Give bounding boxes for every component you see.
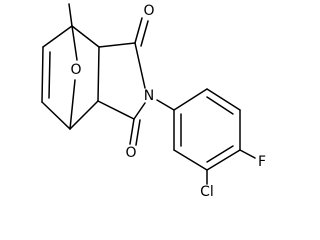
atom-label-nitrogen: N bbox=[144, 88, 154, 104]
atom-label-carbonyl-oxygen-bottom: O bbox=[125, 145, 136, 161]
bond-c6-c5 bbox=[41, 46, 44, 103]
atom-label-bridge-oxygen: O bbox=[70, 62, 81, 78]
structure-diagram: O N O O F Cl bbox=[41, 3, 266, 200]
atom-label-chlorine: Cl bbox=[200, 184, 214, 200]
bond-c5-c4 bbox=[41, 101, 71, 130]
bond-ctop-otop-double bbox=[140, 20, 149, 47]
bond-n-aryl bbox=[156, 99, 175, 111]
bond-ar1-ar2 bbox=[173, 88, 208, 111]
molecule-drawing: O N O O F Cl bbox=[41, 3, 266, 200]
bond-cbot-obot bbox=[129, 118, 135, 145]
bond-ar4-ar5-inner bbox=[206, 145, 234, 163]
bond-ar4-ar5 bbox=[206, 149, 241, 171]
bond-ctop-otop bbox=[134, 17, 143, 44]
bond-methyl bbox=[68, 3, 73, 27]
bond-c3-c4 bbox=[69, 100, 99, 130]
bond-c6-c5-double bbox=[48, 51, 51, 99]
bond-c2-ctop bbox=[98, 42, 136, 48]
atom-label-fluorine: F bbox=[258, 154, 266, 170]
bond-o7-c4 bbox=[69, 79, 76, 130]
bond-c1-c2 bbox=[71, 25, 100, 48]
bond-cbot-c3 bbox=[97, 100, 135, 120]
bond-cbot-obot-double bbox=[135, 119, 141, 146]
bond-c2-c3 bbox=[97, 46, 100, 102]
bond-n-cbot bbox=[133, 102, 146, 120]
bond-ar5-ar6 bbox=[173, 149, 208, 171]
bond-c1-o7 bbox=[71, 25, 78, 61]
bond-c1-c6 bbox=[42, 25, 73, 48]
bond-ctop-n bbox=[134, 42, 146, 89]
bond-ar2-ar3 bbox=[206, 88, 241, 111]
bond-ar2-ar3-inner bbox=[206, 96, 234, 115]
bond-ar4-f bbox=[239, 149, 256, 159]
atom-label-carbonyl-oxygen-top: O bbox=[143, 3, 154, 19]
